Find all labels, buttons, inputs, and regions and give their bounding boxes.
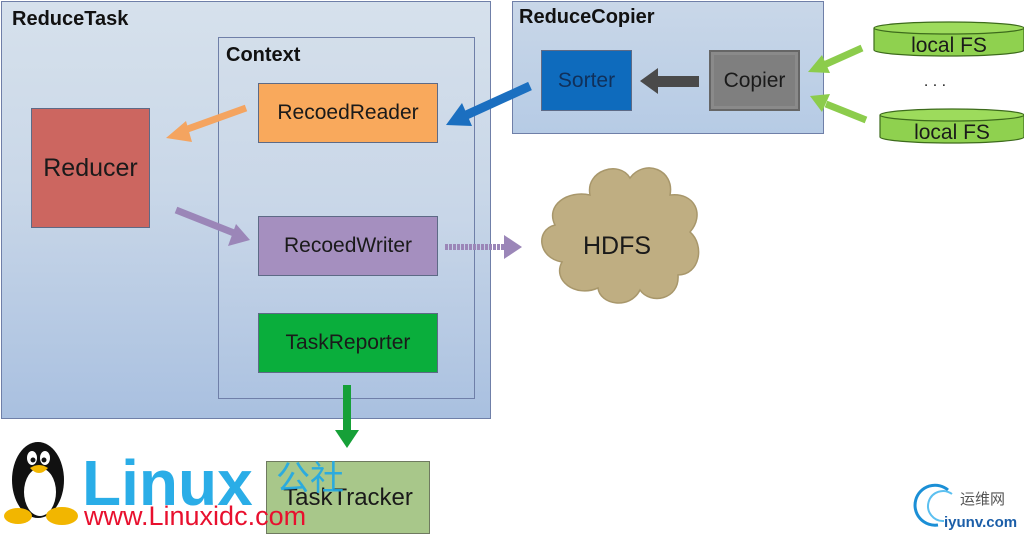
iyunv-logo-cn: 运维网 <box>960 490 1005 508</box>
arrow-reporter-to-tracker <box>335 385 359 448</box>
reducer-node[interactable]: Reducer <box>31 108 150 228</box>
copier-label: Copier <box>723 68 786 92</box>
linux-logo-cn: 公社 <box>276 459 344 499</box>
local-fs-2-top <box>879 108 1024 122</box>
penguin-logo-icon <box>4 442 78 525</box>
arrow-sorter-to-reader <box>446 81 532 126</box>
task-reporter-node[interactable]: TaskReporter <box>258 313 438 373</box>
local-fs-1-label: local FS <box>911 34 987 57</box>
hdfs-label: HDFS <box>583 232 651 260</box>
local-fs-2-label: local FS <box>914 121 990 144</box>
sorter-node[interactable]: Sorter <box>541 50 632 111</box>
arrow-writer-to-hdfs <box>445 235 522 259</box>
local-fs-1-cylinder[interactable]: local FS <box>873 21 1024 57</box>
record-writer-node[interactable]: RecoedWriter <box>258 216 438 276</box>
task-reporter-label: TaskReporter <box>285 331 411 354</box>
linux-logo-url: www.Linuxidc.com <box>83 501 306 531</box>
task-tracker-node[interactable]: TaskTracker <box>266 461 430 534</box>
task-tracker-label: TaskTracker <box>283 483 413 511</box>
reduce-task-title: ReduceTask <box>12 8 129 30</box>
reducer-label: Reducer <box>43 153 138 182</box>
hdfs-cloud[interactable]: HDFS <box>541 167 700 304</box>
iyunv-swirl-icon <box>913 483 953 527</box>
linux-logo-word: Linux <box>82 447 253 519</box>
record-writer-label: RecoedWriter <box>284 234 412 257</box>
arrow-localfs1-to-copier <box>808 44 864 73</box>
copier-node[interactable]: Copier <box>709 50 800 111</box>
reduce-copier-title: ReduceCopier <box>519 6 655 28</box>
local-fs-1-top <box>873 21 1024 35</box>
local-fs-2-cylinder[interactable]: local FS <box>879 108 1024 144</box>
ellipsis-label: . . . <box>924 73 946 90</box>
record-reader-label: RecoedReader <box>277 101 419 124</box>
context-title: Context <box>226 44 301 66</box>
arrow-reader-to-reducer <box>166 104 248 142</box>
local-fs-2-body <box>879 115 1024 144</box>
arrow-localfs2-to-copier <box>810 94 868 124</box>
record-reader-node[interactable]: RecoedReader <box>258 83 438 143</box>
arrow-copier-to-sorter <box>640 68 699 94</box>
iyunv-logo-url: iyunv.com <box>944 514 1017 531</box>
sorter-label: Sorter <box>557 68 616 92</box>
hdfs-cloud-shape <box>541 167 700 304</box>
local-fs-1-body <box>873 28 1024 57</box>
arrow-reducer-to-writer <box>174 206 250 246</box>
